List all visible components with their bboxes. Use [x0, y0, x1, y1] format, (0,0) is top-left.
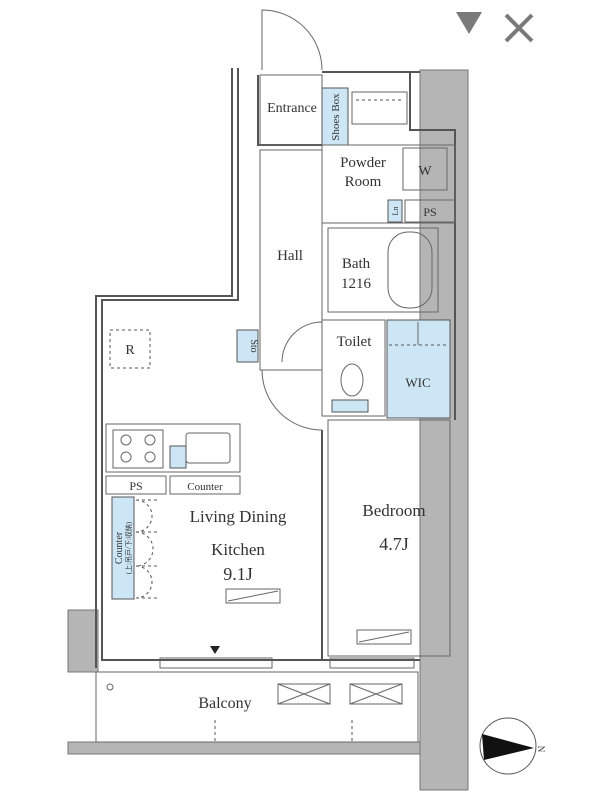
bathtub	[387, 231, 433, 309]
toilet-room	[321, 319, 386, 417]
ps-kitchen-label: PS	[129, 479, 142, 493]
bedroom-size: 4.7J	[379, 534, 409, 554]
entry-marker-icon	[210, 646, 220, 654]
bath-size: 1216	[341, 276, 372, 292]
ldk-label: Living Dining	[190, 507, 287, 526]
ac-unit	[277, 683, 331, 705]
powder-room-label: Powder	[340, 155, 386, 171]
stove	[112, 429, 164, 469]
refrigerator-label: R	[125, 343, 135, 358]
shoes-box	[321, 87, 349, 146]
washer-label: W	[418, 164, 432, 179]
ldk-label-2: Kitchen	[211, 540, 265, 559]
counter	[169, 475, 241, 495]
compass-icon: N	[479, 717, 546, 775]
shoes-box-label: Shoes Box	[330, 93, 342, 141]
outer-wall	[101, 68, 420, 661]
balcony-rail	[67, 741, 421, 755]
ps-top	[404, 199, 456, 223]
ldk-vent	[225, 588, 281, 604]
entrance-door	[261, 9, 323, 71]
counter-label: Counter	[187, 481, 223, 493]
left-pillar	[67, 609, 99, 673]
bathroom	[327, 227, 439, 313]
bath-label: Bath	[342, 256, 371, 272]
bedroom-vent	[356, 629, 412, 645]
ac-unit-2	[349, 683, 403, 705]
vanity	[351, 91, 408, 125]
triangle-down-icon	[456, 12, 482, 34]
side-counter-note: (上:吊戸/下:収納)	[124, 521, 133, 574]
hall-label: Hall	[277, 248, 303, 264]
linen-closet	[387, 199, 403, 223]
close-button[interactable]	[503, 12, 535, 44]
bedroom-window	[329, 657, 415, 669]
entrance-label: Entrance	[267, 101, 317, 116]
balcony-label: Balcony	[198, 695, 251, 712]
powder-room-label-2: Room	[345, 174, 382, 190]
cabinet-doors	[135, 499, 160, 599]
dropdown-toggle-button[interactable]	[455, 10, 483, 36]
refrigerator-space	[109, 329, 151, 369]
close-icon	[504, 13, 534, 43]
storage-label: Sto	[248, 339, 259, 352]
linen-label: Ln	[391, 207, 400, 216]
balcony	[95, 671, 419, 743]
ldk-window	[159, 657, 273, 669]
bedroom-label: Bedroom	[362, 501, 425, 520]
side-counter-label: Counter	[114, 531, 125, 564]
side-counter	[111, 496, 135, 600]
hall-door	[261, 369, 323, 431]
wic-label: WIC	[405, 375, 430, 390]
ldk-size: 9.1J	[223, 564, 253, 584]
toilet-label: Toilet	[337, 334, 373, 350]
north-label: N	[536, 746, 546, 753]
hall	[259, 149, 323, 371]
toilet-fixture	[340, 363, 364, 397]
ps-kitchen	[105, 475, 167, 495]
washer	[402, 147, 448, 191]
kitchen-counter	[105, 423, 241, 473]
bedroom	[327, 419, 451, 657]
storage	[236, 329, 259, 363]
ps-top-label: PS	[423, 205, 436, 219]
sink	[185, 432, 231, 464]
